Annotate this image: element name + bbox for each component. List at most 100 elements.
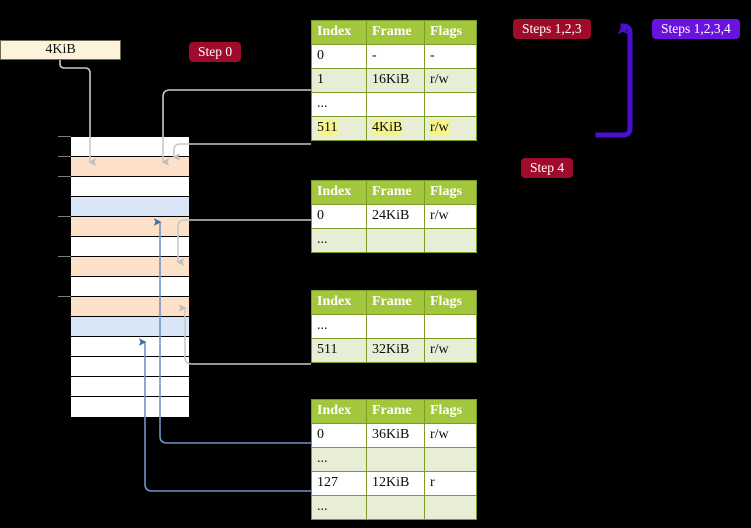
table-row: ...	[311, 314, 477, 339]
memory-frame-row	[71, 257, 189, 277]
table-row: 511 4KiB r/w	[311, 116, 477, 141]
link-t2-row0-to-memory	[176, 219, 311, 266]
cell-frame	[366, 314, 425, 339]
cell-frame: 32KiB	[366, 338, 425, 363]
cell-frame	[366, 495, 425, 520]
cell-index: 0	[311, 423, 367, 448]
cell-flags: r	[424, 471, 477, 496]
memory-frame-row	[71, 397, 189, 417]
table-row: ...	[311, 92, 477, 117]
table-row: 0--	[311, 44, 477, 69]
badge-steps-1-2-3-4-label: Steps 1,2,3,4	[661, 21, 731, 36]
link-t1-row511-to-memory	[172, 143, 311, 161]
highlighted-value: 511	[317, 120, 338, 135]
frame-4kib-box: 4KiB	[0, 40, 121, 60]
highlighted-value: r/w	[430, 120, 449, 135]
cell-index: 511	[311, 116, 367, 141]
memory-frame-row	[71, 137, 189, 157]
violet-bracket-arrow	[595, 23, 633, 138]
table-row: ...	[311, 228, 477, 253]
cell-frame	[366, 228, 425, 253]
cell-frame: -	[366, 44, 425, 69]
cell-index: ...	[311, 92, 367, 117]
cell-flags: r/w	[424, 338, 477, 363]
memory-frame-row	[71, 377, 189, 397]
cell-flags	[424, 92, 477, 117]
memory-frame-row	[71, 337, 189, 357]
badge-step-0: Step 0	[189, 42, 242, 62]
cell-frame: 4KiB	[366, 116, 425, 141]
cell-frame: 16KiB	[366, 68, 425, 93]
cell-index: ...	[311, 314, 367, 339]
cell-frame: 24KiB	[366, 204, 425, 229]
badge-steps-1-2-3: Steps 1,2,3	[513, 19, 591, 39]
memory-frame-row	[71, 297, 189, 317]
cell-index: 1	[311, 68, 367, 93]
memory-tick	[58, 296, 71, 297]
memory-frame-row	[71, 177, 189, 197]
memory-tick	[58, 156, 71, 157]
memory-tick	[58, 256, 71, 257]
cell-flags: r/w	[424, 423, 477, 448]
link-t3-row511-to-memory	[178, 304, 311, 365]
column-header-frame: Frame	[366, 290, 425, 315]
memory-frame-row	[71, 277, 189, 297]
badge-steps-1-2-3-label: Steps 1,2,3	[522, 21, 582, 36]
column-header-index: Index	[311, 180, 367, 205]
table-row: ...	[311, 447, 477, 472]
column-header-index: Index	[311, 399, 367, 424]
physical-memory-column	[70, 136, 190, 417]
column-header-frame: Frame	[366, 20, 425, 45]
cell-flags: -	[424, 44, 477, 69]
cell-index: ...	[311, 228, 367, 253]
highlighted-value: 4KiB	[372, 120, 403, 135]
cell-flags: r/w	[424, 68, 477, 93]
cell-flags	[424, 228, 477, 253]
column-header-frame: Frame	[366, 399, 425, 424]
memory-frame-row	[71, 217, 189, 237]
memory-tick	[58, 136, 71, 137]
memory-frame-row	[71, 197, 189, 217]
column-header-index: Index	[311, 290, 367, 315]
cell-frame	[366, 92, 425, 117]
cell-index: 0	[311, 44, 367, 69]
badge-step-0-label: Step 0	[198, 44, 233, 59]
cell-frame	[366, 447, 425, 472]
cell-flags: r/w	[424, 116, 477, 141]
cell-index: 127	[311, 471, 367, 496]
cell-flags: r/w	[424, 204, 477, 229]
memory-tick	[58, 216, 71, 217]
column-header-flags: Flags	[424, 399, 477, 424]
cell-flags	[424, 314, 477, 339]
badge-step-4-label: Step 4	[530, 160, 565, 175]
cell-index: ...	[311, 447, 367, 472]
cell-index: ...	[311, 495, 367, 520]
memory-frame-row	[71, 317, 189, 337]
memory-frame-row	[71, 157, 189, 177]
cell-frame: 12KiB	[366, 471, 425, 496]
cell-index: 0	[311, 204, 367, 229]
column-header-frame: Frame	[366, 180, 425, 205]
cell-frame: 36KiB	[366, 423, 425, 448]
memory-frame-row	[71, 237, 189, 257]
cell-flags	[424, 495, 477, 520]
memory-frame-row	[71, 357, 189, 377]
badge-steps-1-2-3-4: Steps 1,2,3,4	[652, 19, 740, 39]
frame-4kib-label: 4KiB	[45, 42, 76, 57]
column-header-flags: Flags	[424, 290, 477, 315]
cell-index: 511	[311, 338, 367, 363]
column-header-flags: Flags	[424, 180, 477, 205]
badge-step-4: Step 4	[521, 158, 574, 178]
memory-tick	[58, 176, 71, 177]
column-header-flags: Flags	[424, 20, 477, 45]
cell-flags	[424, 447, 477, 472]
